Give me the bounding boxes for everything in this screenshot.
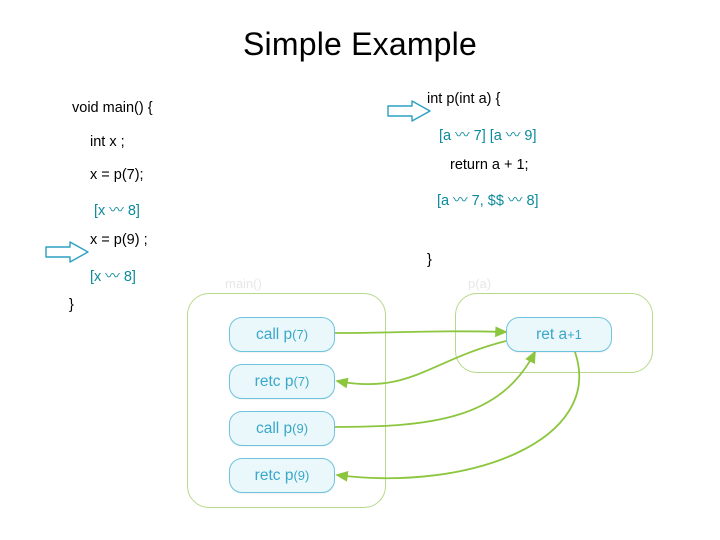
main-group-label: main() (225, 276, 262, 291)
page-title: Simple Example (242, 26, 477, 62)
arrow-to-main-icon (45, 241, 89, 268)
code-line-annotation: [a 〰 7, $$ 〰 8] (437, 193, 539, 209)
code-line: } (69, 297, 74, 313)
node-sublabel: (7) (292, 327, 309, 342)
code-line-annotation: [x 〰 8] (94, 203, 140, 219)
code-line: } (427, 252, 432, 268)
code-line: void main() { (72, 100, 153, 116)
arrow-to-callee-icon (387, 100, 431, 127)
node-retc-p9[interactable]: retc p (9) (229, 458, 335, 493)
code-line: x = p(9) ; (90, 232, 148, 248)
node-retc-p7[interactable]: retc p (7) (229, 364, 335, 399)
code-line: x = p(7); (90, 167, 144, 183)
node-sublabel: (7) (293, 374, 310, 389)
node-label: retc p (254, 372, 294, 390)
node-label: ret a (536, 325, 568, 343)
code-line: return a + 1; (450, 157, 529, 173)
node-sublabel: (9) (293, 468, 310, 483)
node-call-p7[interactable]: call p (7) (229, 317, 335, 352)
code-line-annotation: [x 〰 8] (90, 269, 136, 285)
code-line: int x ; (90, 134, 125, 150)
node-label: call p (255, 419, 293, 437)
callee-group-label: p(a) (468, 276, 492, 291)
node-sublabel: +1 (567, 327, 582, 342)
node-ret-a1[interactable]: ret a +1 (506, 317, 612, 352)
node-label: retc p (254, 466, 294, 484)
code-line: int p(int a) { (427, 91, 501, 107)
node-label: call p (255, 325, 293, 343)
node-sublabel: (9) (292, 421, 309, 436)
code-line-annotation: [a 〰 7] [a 〰 9] (439, 128, 537, 144)
node-call-p9[interactable]: call p (9) (229, 411, 335, 446)
